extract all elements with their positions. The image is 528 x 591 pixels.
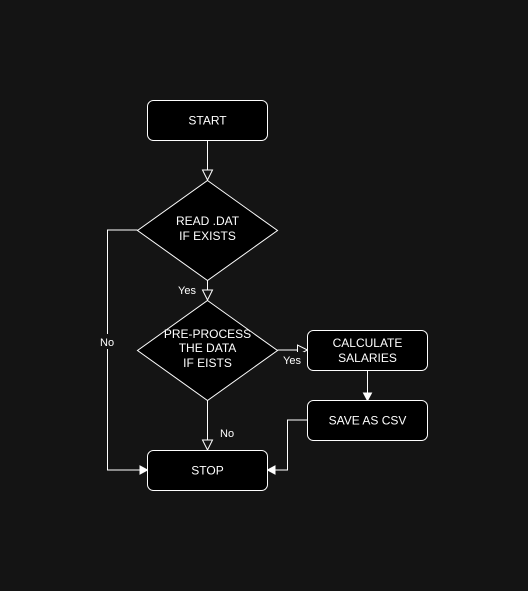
edge-label-bg (176, 282, 198, 297)
save-csv-label: SAVE AS CSV (329, 414, 407, 428)
edge-read-to-preprocess (201, 280, 214, 302)
open-arrowhead (201, 439, 214, 452)
edge-calculate-to-save (362, 370, 373, 402)
read-dat-label-line1: READ .DAT (176, 214, 240, 228)
save-csv-box (307, 400, 428, 441)
calculate-box (307, 330, 428, 371)
edge-label-preprocess-no: No (220, 428, 234, 440)
edge-save-to-stop (266, 419, 308, 475)
preprocess-label-line3: IF EISTS (183, 356, 232, 370)
open-arrowhead (201, 169, 214, 182)
stop-box (147, 450, 268, 491)
edge-label-read-no: No (100, 337, 114, 349)
read-dat-diamond (136, 179, 279, 282)
calculate-label-line2: SALARIES (338, 351, 397, 365)
preprocess-diamond (136, 299, 279, 402)
node-calculate-salaries[interactable]: CALCULATE SALARIES (307, 330, 428, 371)
solid-arrowhead (266, 465, 276, 475)
node-save-csv[interactable]: SAVE AS CSV (307, 400, 428, 441)
read-dat-label-line2: IF EXISTS (179, 229, 236, 243)
stop-label: STOP (191, 464, 223, 478)
node-preprocess[interactable]: PRE-PROCESS THE DATA IF EISTS (136, 299, 279, 402)
calculate-label-line1: CALCULATE (333, 336, 403, 350)
node-stop[interactable]: STOP (147, 450, 268, 491)
node-read-dat[interactable]: READ .DAT IF EXISTS (136, 179, 279, 282)
edge-label-bg (282, 352, 304, 367)
edge-start-to-read (201, 140, 214, 182)
open-arrowhead (201, 289, 214, 302)
solid-arrowhead (362, 392, 373, 402)
start-label: START (188, 114, 227, 128)
edge-label-bg (98, 334, 118, 349)
preprocess-label-line1: PRE-PROCESS (164, 327, 251, 341)
start-box (147, 100, 268, 141)
node-start[interactable]: START (147, 100, 268, 141)
edge-read-to-stop (107, 229, 149, 475)
edge-label-read-yes: Yes (178, 285, 196, 297)
edge-label-preprocess-yes: Yes (283, 355, 301, 367)
preprocess-label-line2: THE DATA (179, 341, 237, 355)
edge-preprocess-to-stop (201, 400, 214, 452)
solid-arrowhead (139, 465, 149, 475)
